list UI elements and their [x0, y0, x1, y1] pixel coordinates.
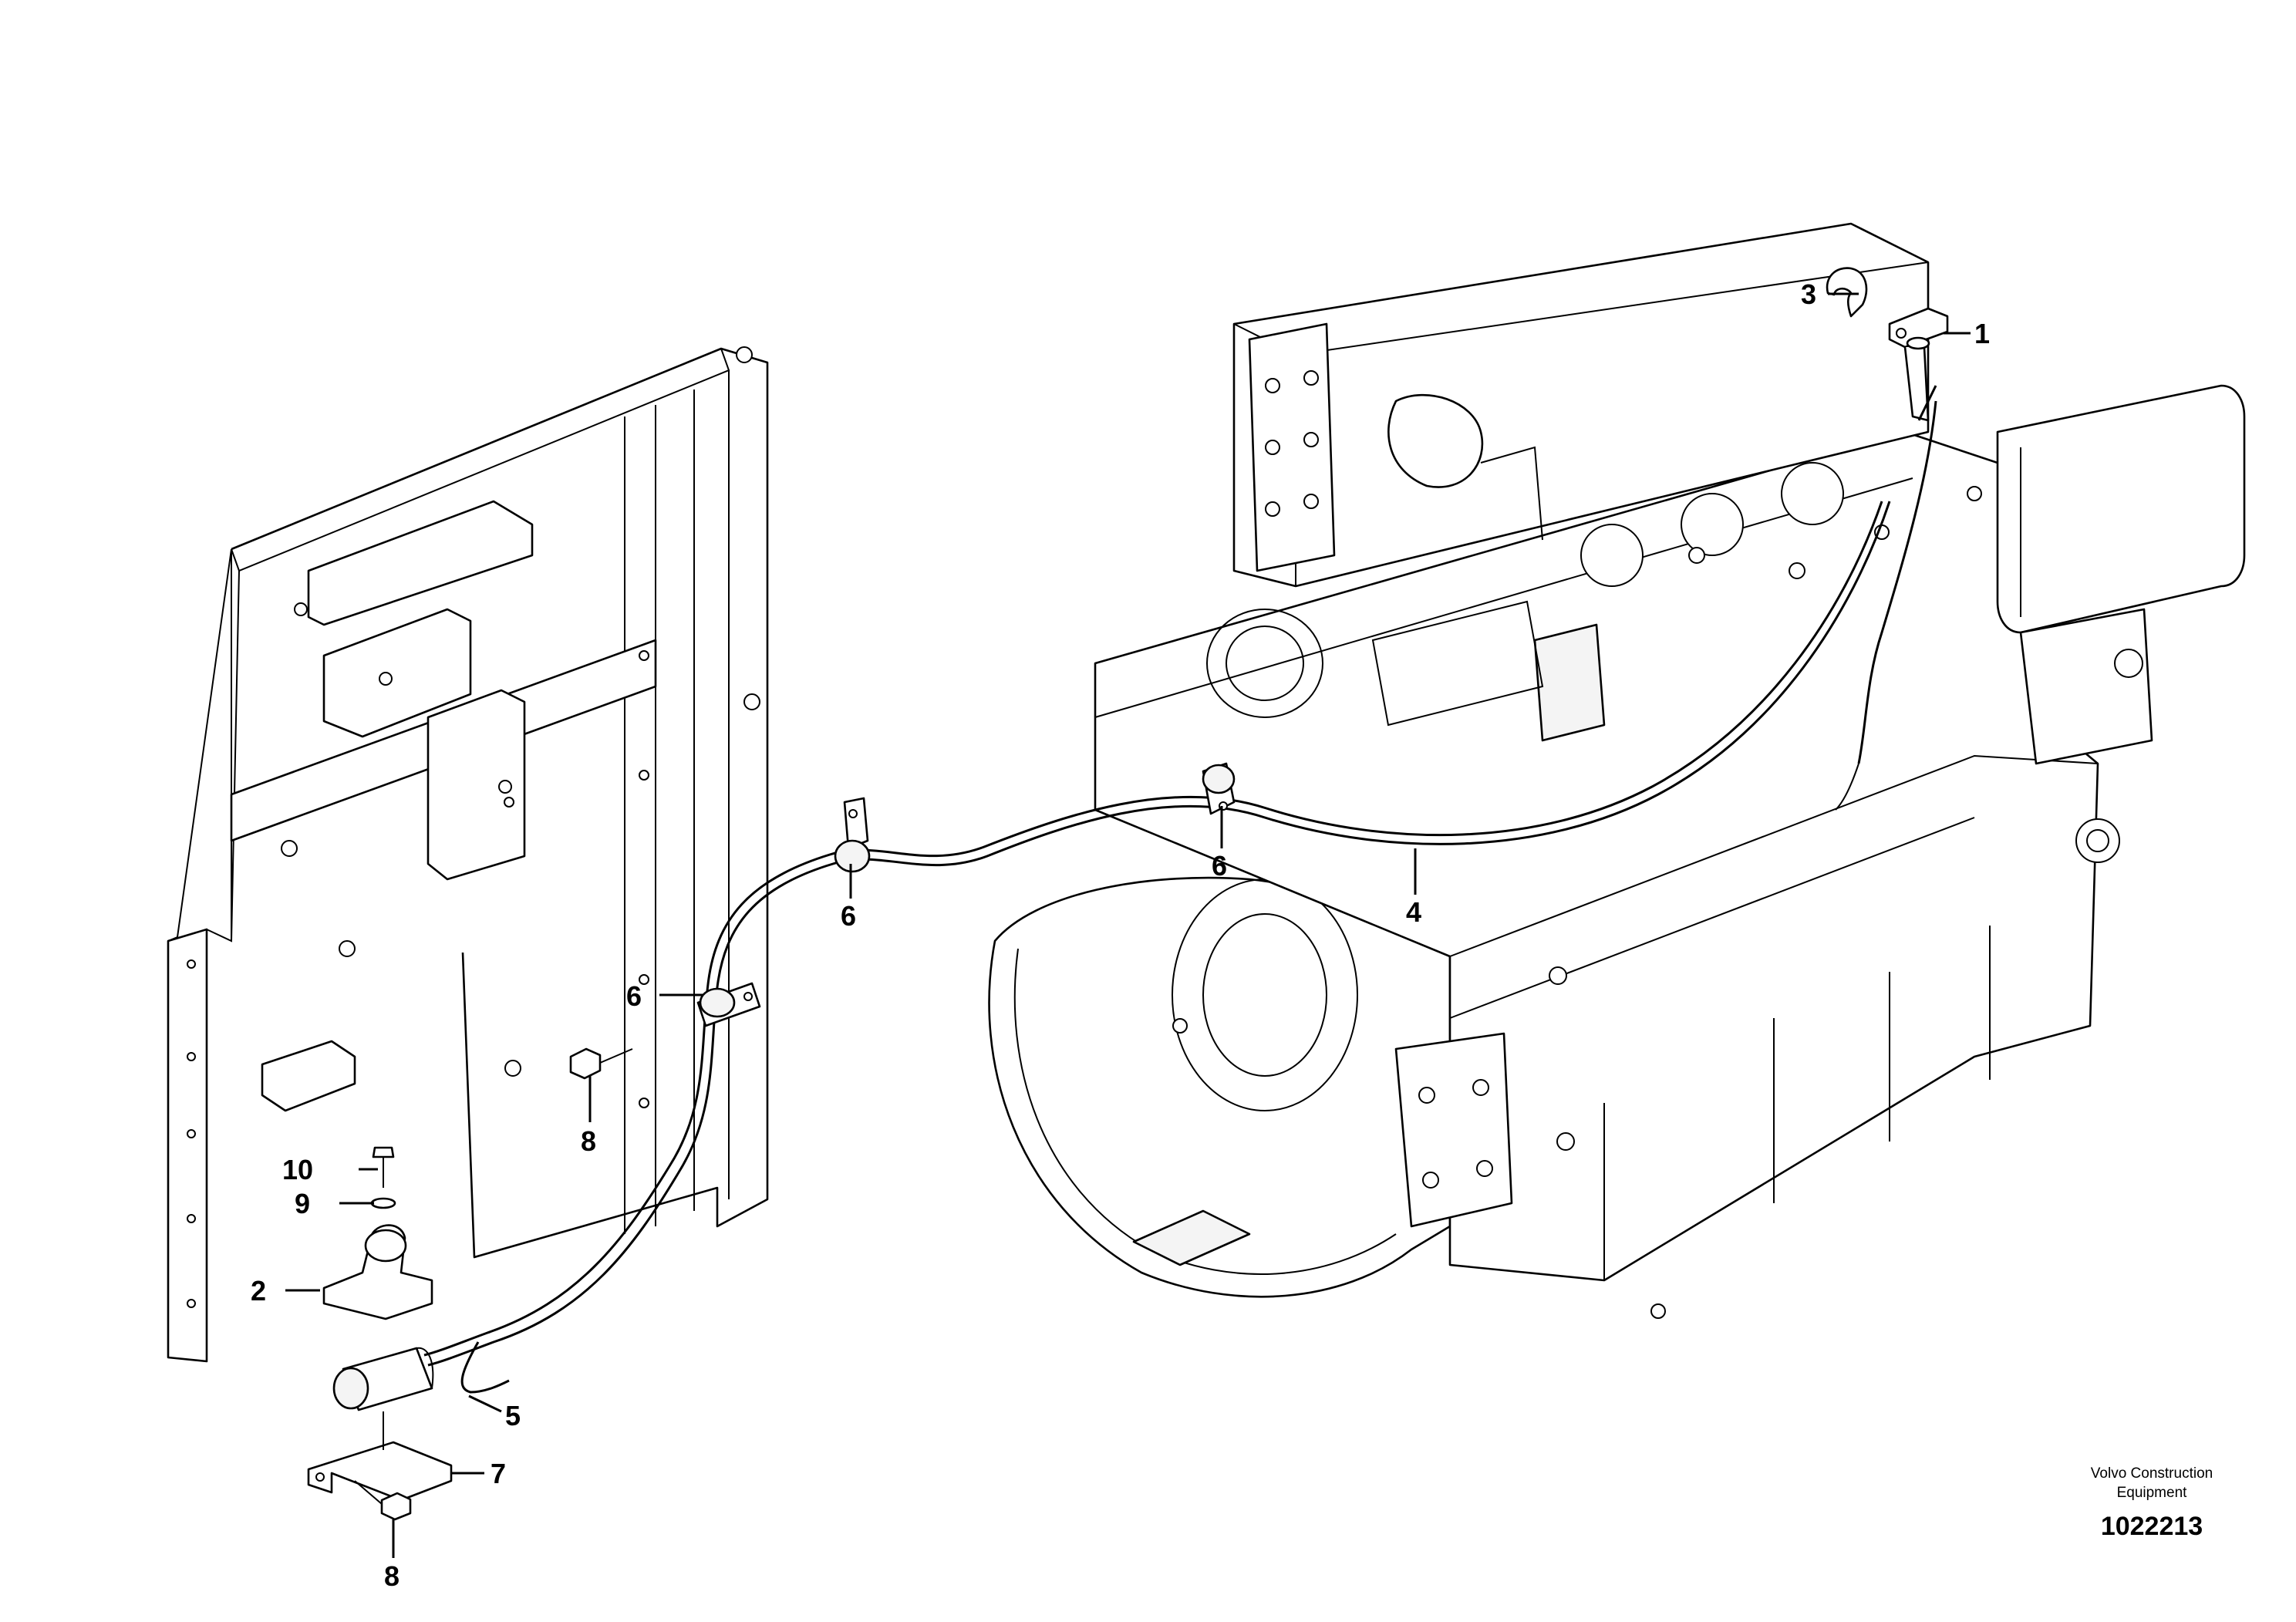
credit-line-1: Volvo Construction — [2091, 1465, 2213, 1482]
clamp-6-middle — [834, 797, 871, 873]
clamp-6-upper — [1202, 762, 1236, 815]
support-clamp — [322, 1224, 433, 1320]
callout-9: 9 — [295, 1188, 310, 1219]
leader-lines — [285, 292, 1971, 1558]
callout-10: 10 — [282, 1154, 313, 1185]
cable-tie — [460, 1341, 510, 1394]
clip-part — [1826, 267, 1868, 318]
washer — [370, 1197, 396, 1209]
engine-block — [988, 222, 2246, 1319]
callout-2: 2 — [251, 1275, 266, 1307]
callout-1: 1 — [1974, 318, 1990, 349]
bolt-8-upper — [569, 1047, 633, 1080]
credit-line-2: Equipment — [2117, 1485, 2188, 1501]
document-number: 1022213 — [2101, 1512, 2203, 1541]
callout-8-upper: 8 — [581, 1125, 596, 1157]
callout-6-lower: 6 — [626, 980, 642, 1012]
callout-labels: 1 2 3 4 5 6 6 6 7 8 8 9 10 — [251, 278, 1990, 1592]
mounting-bracket — [307, 1411, 453, 1502]
callout-3: 3 — [1801, 278, 1816, 310]
credit-block: Volvo Construction Equipment 1022213 — [2091, 1465, 2213, 1541]
callout-7: 7 — [491, 1458, 506, 1489]
callout-5: 5 — [505, 1400, 521, 1431]
bolt-8-lower — [354, 1480, 412, 1521]
screw — [372, 1146, 395, 1188]
callout-4: 4 — [1406, 896, 1421, 928]
clamp-6-lower — [696, 982, 761, 1027]
dipstick-head — [1888, 307, 1949, 422]
hose-assembly — [423, 501, 1891, 1367]
callout-6-upper: 6 — [1212, 850, 1227, 882]
hose-end-fitting — [332, 1347, 434, 1411]
callout-6-middle: 6 — [841, 900, 856, 932]
mounting-panel — [167, 346, 769, 1363]
callout-8-lower: 8 — [384, 1560, 400, 1592]
